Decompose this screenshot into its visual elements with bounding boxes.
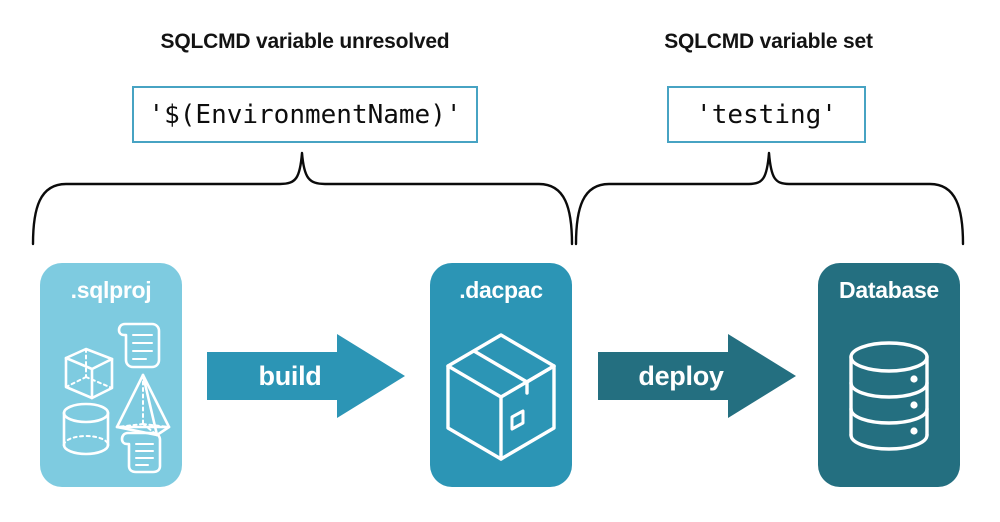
arrow-deploy: deploy [598, 332, 798, 420]
brace-build-scope [31, 151, 574, 246]
arrow-build-label: build [258, 360, 322, 391]
arrow-build-shape [207, 334, 405, 418]
card-database[interactable]: Database [818, 263, 960, 487]
arrow-deploy-shape [598, 334, 796, 418]
brace-deploy-scope [574, 151, 965, 246]
package-box-icon [430, 311, 572, 481]
heading-sqlcmd-variable-unresolved: SQLCMD variable unresolved [160, 30, 450, 53]
card-dacpac-title: .dacpac [459, 277, 543, 303]
database-cylinder-icon [818, 311, 960, 481]
project-shapes-icon [40, 311, 182, 481]
card-sqlproj-title: .sqlproj [70, 277, 152, 303]
code-box-testing: 'testing' [667, 86, 866, 143]
arrow-deploy-label: deploy [638, 360, 724, 391]
card-database-title: Database [839, 277, 939, 303]
arrow-build: build [207, 332, 407, 420]
code-box-environment-name: '$(EnvironmentName)' [132, 86, 478, 143]
heading-sqlcmd-variable-set: SQLCMD variable set [664, 30, 873, 53]
card-dacpac[interactable]: .dacpac [430, 263, 572, 487]
card-sqlproj[interactable]: .sqlproj [40, 263, 182, 487]
